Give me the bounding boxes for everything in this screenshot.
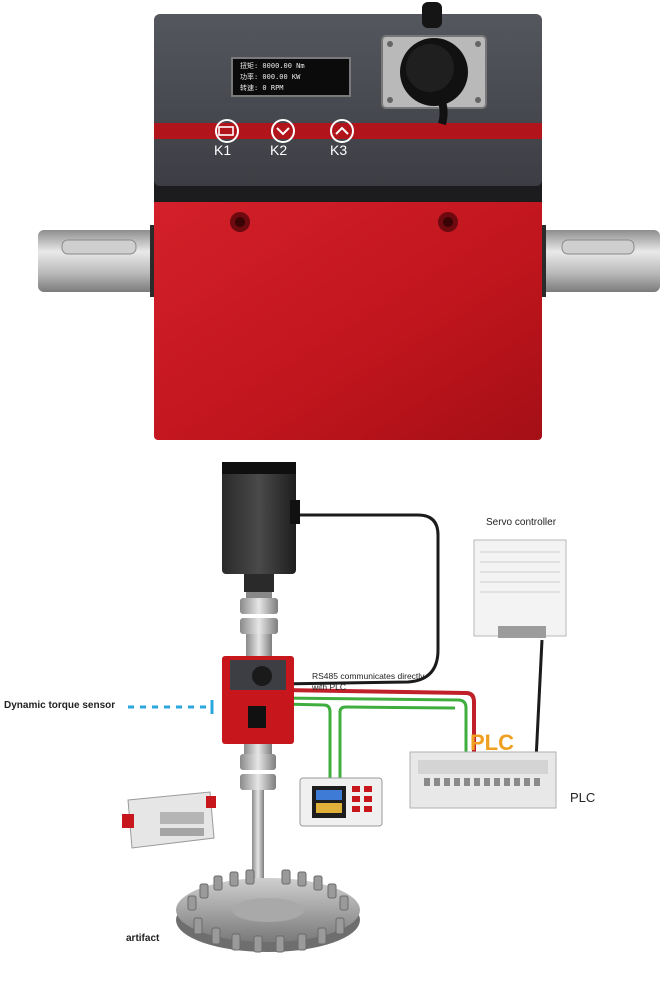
right-shaft — [528, 230, 660, 292]
left-shaft-keyway — [61, 239, 137, 255]
rs485-cable-green-1 — [279, 696, 468, 770]
servo-motor — [222, 462, 300, 592]
key-k1-label: K1 — [214, 142, 232, 158]
key-k3-label: K3 — [330, 142, 348, 158]
panel-red-stripe — [154, 123, 542, 139]
aviation-connector — [381, 2, 487, 126]
torque-sensor-product — [38, 2, 660, 440]
lower-coupling — [240, 744, 276, 890]
servo-controller-unit — [473, 539, 567, 638]
torque-sensor-label: Dynamic torque sensor — [4, 700, 116, 711]
diagram-torque-sensor — [222, 656, 294, 744]
artifact-label: artifact — [126, 933, 160, 944]
display-instrument — [299, 777, 383, 827]
upper-coupling — [240, 592, 278, 656]
sensor-red-body — [154, 196, 542, 440]
rs485-cable-red — [281, 688, 476, 770]
rs485-note-line1: RS485 communicates directly — [312, 671, 425, 681]
display-cable-green-2 — [338, 705, 456, 780]
clamp-fixture — [122, 791, 216, 849]
plc-unit — [409, 751, 557, 809]
key-k2-button[interactable] — [271, 119, 295, 143]
motor-to-controller-cable — [277, 513, 440, 686]
oled-line-torque: 扭矩: 0000.00 Nm — [240, 62, 305, 70]
right-shaft-keyway — [561, 239, 635, 255]
servo-controller-label: Servo controller — [486, 517, 557, 528]
display-cable-green — [281, 702, 332, 780]
oled-display — [231, 57, 351, 97]
key-k3-button[interactable] — [330, 119, 354, 143]
controller-to-plc-cable — [534, 639, 544, 761]
key-k2-label: K2 — [270, 142, 288, 158]
torque-sensor-callout — [128, 700, 214, 714]
rs485-note-line2: with PLC — [312, 682, 347, 692]
left-shaft — [38, 230, 168, 292]
key-k1-button[interactable] — [215, 119, 239, 143]
oled-line-power: 功率: 000.00 KW — [240, 73, 301, 81]
oled-line-speed: 转速: 0 RPM — [240, 84, 284, 92]
artifact-turntable — [176, 869, 360, 953]
plc-overlay-label: PLC — [470, 730, 514, 755]
plc-label: PLC — [570, 790, 596, 805]
cables — [277, 513, 544, 780]
